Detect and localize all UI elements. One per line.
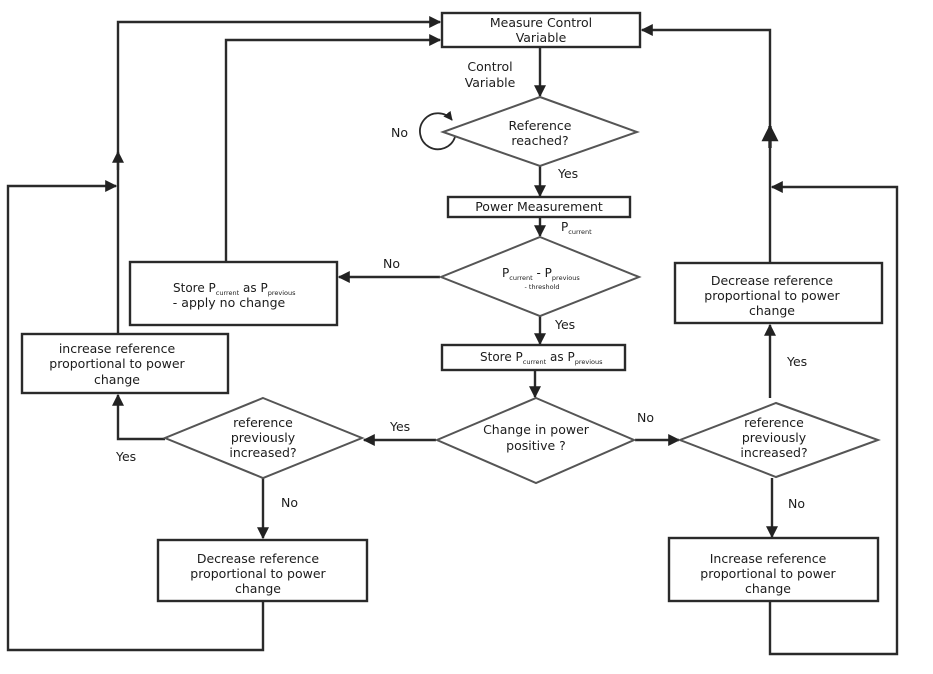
label-change-yes: Yes [389,419,410,434]
decrease-right-line3: change [749,303,795,318]
left-decision-line2: previously [231,430,296,445]
node-change-positive: Change in power positive ? [434,396,637,485]
label-ref-yes: Yes [557,166,578,181]
threshold-formula: Pcurrent - Pprevious [502,266,580,282]
right-decision-line2: previously [742,430,807,445]
left-decision-line3: increased? [229,445,296,460]
store-no-change-line2: - apply no change [173,295,286,310]
increase-bottom-line3: change [745,581,791,596]
measure-line1: Measure Control [490,15,592,30]
store-no-change-line1: Store Pcurrent as Pprevious [173,281,296,297]
edge-increase-left-feedback [116,16,442,334]
edge-increase-bottom-feedback [768,181,899,656]
decrease-bottom-line2: proportional to power [190,566,326,581]
edge-reference-no-loop [419,110,456,151]
node-measure-control-variable: Measure Control Variable [440,11,642,49]
increase-bottom-line1: Increase reference [710,551,827,566]
threshold-line2: - threshold [524,283,559,291]
right-decision-line1: reference [744,415,804,430]
reference-line2: reached? [511,133,568,148]
left-decision-line1: reference [233,415,293,430]
decrease-right-line2: proportional to power [704,288,840,303]
decrease-right-line1: Decrease reference [711,273,834,288]
decrease-bottom-line3: change [235,581,281,596]
store-previous-label: Store Pcurrent as Pprevious [480,350,603,366]
edge-left-yes [112,393,165,441]
node-store-no-change: Store Pcurrent as Pprevious - apply no c… [128,260,339,327]
label-left-no: No [281,495,298,510]
label-control-variable-2: Variable [465,75,516,90]
edge-decrease-right-feedback [640,24,772,262]
label-threshold-yes: Yes [554,317,575,332]
label-threshold-no: No [383,256,400,271]
change-line1: Change in power [483,422,590,437]
node-reference-reached: Reference reached? [440,95,640,168]
label-right-yes: Yes [786,354,807,369]
node-left-decision: reference previously increased? [162,396,365,480]
change-line2: positive ? [506,438,566,453]
node-increase-left: increase reference proportional to power… [20,332,230,395]
label-change-no: No [637,410,654,425]
node-power-measurement: Power Measurement [446,195,632,219]
label-p-current: Pcurrent [561,220,592,236]
node-right-decision: reference previously increased? [677,401,881,479]
label-control-variable-1: Control [467,59,512,74]
measure-line2: Variable [516,30,567,45]
increase-left-line1: increase reference [59,341,176,356]
increase-left-line3: change [94,372,140,387]
node-increase-bottom: Increase reference proportional to power… [667,536,880,603]
node-store-previous: Store Pcurrent as Pprevious [440,343,627,372]
label-right-no: No [788,496,805,511]
right-decision-line3: increased? [740,445,807,460]
edge-decrease-bottom-feedback [6,180,265,652]
node-threshold-check: Pcurrent - Pprevious - threshold [438,235,642,318]
power-measurement-label: Power Measurement [475,199,603,214]
edge-store-no-change-feedback [224,34,442,262]
increase-bottom-line2: proportional to power [700,566,836,581]
node-decrease-right: Decrease reference proportional to power… [673,261,884,325]
label-ref-no: No [391,125,408,140]
node-decrease-bottom: Decrease reference proportional to power… [156,538,369,603]
increase-left-line2: proportional to power [49,356,185,371]
decrease-bottom-line1: Decrease reference [197,551,320,566]
label-left-yes: Yes [115,449,136,464]
reference-line1: Reference [509,118,572,133]
